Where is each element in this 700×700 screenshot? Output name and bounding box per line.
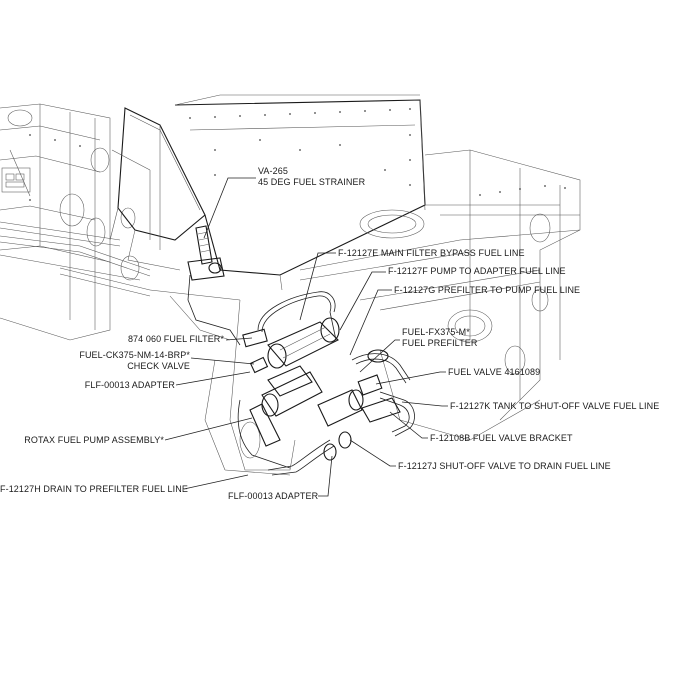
label-fuel-valve: FUEL VALVE 4161089 [448, 367, 541, 377]
label-874060-fuel-filter: 874 060 FUEL FILTER* [127, 334, 224, 344]
label-rotax-fuel-pump: ROTAX FUEL PUMP ASSEMBLY* [24, 435, 164, 445]
label-f12127e: F-12127E MAIN FILTER BYPASS FUEL LINE [338, 248, 525, 258]
label-f12127h: F-12127H DRAIN TO PREFILTER FUEL LINE [0, 484, 188, 494]
label-va265: VA-265 [258, 166, 288, 176]
label-45-deg-fuel-strainer: 45 DEG FUEL STRAINER [258, 177, 366, 187]
label-fuel-prefilter: FUEL PREFILTER [402, 338, 478, 348]
label-f12108b: F-12108B FUEL VALVE BRACKET [430, 433, 573, 443]
pump-and-filter-assembly [237, 291, 415, 476]
label-f12127g: F-12127G PREFILTER TO PUMP FUEL LINE [394, 285, 581, 295]
label-flf00013-adapter-1: FLF-00013 ADAPTER [84, 380, 175, 390]
label-flf00013-adapter-2: FLF-00013 ADAPTER [228, 491, 319, 501]
leader-lines [164, 177, 448, 497]
rivet-pattern [29, 108, 566, 201]
fuel-strainer [187, 225, 241, 346]
label-f12127j: F-12127J SHUT-OFF VALVE TO DRAIN FUEL LI… [398, 461, 611, 471]
label-f12127f: F-12127F PUMP TO ADAPTER FUEL LINE [388, 266, 566, 276]
airframe-structure [0, 94, 581, 476]
label-check-valve: CHECK VALVE [127, 361, 190, 371]
label-fuel-fx375: FUEL-FX375-M* [402, 327, 470, 337]
label-f12127k: F-12127K TANK TO SHUT-OFF VALVE FUEL LIN… [450, 401, 660, 411]
label-fuel-ck375: FUEL-CK375-NM-14-BRP* [79, 350, 190, 360]
